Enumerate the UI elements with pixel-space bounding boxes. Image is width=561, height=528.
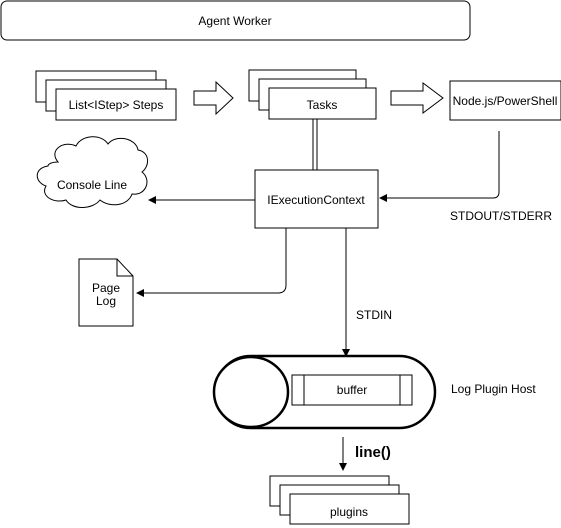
- tasks-stack: Tasks: [248, 69, 377, 120]
- runtime-box: Node.js/PowerShell: [449, 80, 561, 121]
- block-arrow-tasks-runtime: [390, 82, 444, 114]
- buffer-label: buffer: [337, 383, 367, 397]
- console-line-label: Console Line: [57, 178, 127, 192]
- arrow-runtime-context: [379, 131, 500, 202]
- buffer-box: buffer: [291, 374, 413, 406]
- page-log-label-line2: Log: [96, 294, 116, 308]
- execution-context-label: IExecutionContext: [267, 193, 365, 207]
- page-log-label-line1: Page: [92, 281, 120, 295]
- agent-worker-box: Agent Worker: [0, 0, 471, 41]
- line-call-label: line(): [355, 444, 391, 461]
- plugins-label: plugins: [330, 505, 368, 519]
- runtime-label: Node.js/PowerShell: [453, 94, 558, 108]
- block-arrow-steps-tasks: [193, 80, 234, 116]
- plugins-stack: plugins: [269, 475, 410, 525]
- log-plugin-host-cylinder: [212, 354, 437, 430]
- execution-context-box: IExecutionContext: [254, 169, 379, 229]
- console-line-cloud: Console Line: [36, 136, 148, 208]
- steps-stack: List<IStep> Steps: [35, 70, 177, 121]
- plugin-host-label: Log Plugin Host: [451, 382, 536, 396]
- stdin-label: STDIN: [356, 308, 392, 322]
- page-log-document: Page Log: [78, 258, 134, 327]
- steps-label: List<IStep> Steps: [69, 98, 164, 112]
- tasks-label: Tasks: [307, 98, 338, 112]
- arrow-context-pagelog: [136, 228, 287, 297]
- stdout-label: STDOUT/STDERR: [450, 209, 552, 223]
- agent-worker-title: Agent Worker: [198, 14, 271, 28]
